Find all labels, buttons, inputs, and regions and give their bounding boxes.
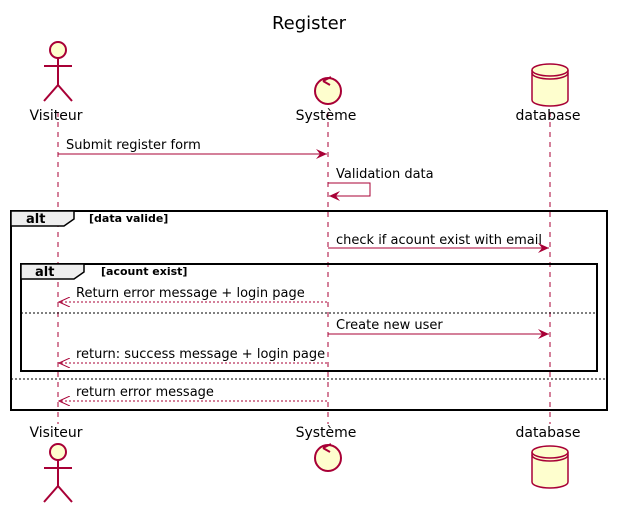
- message-label: Return error message + login page: [76, 286, 305, 301]
- participant-label-database: database: [516, 108, 581, 124]
- actor-visiteur-bottom: Visiteur: [29, 425, 83, 503]
- actor-icon: [43, 443, 73, 503]
- fragment-alt-acount-exist: alt [acount exist]: [20, 263, 598, 372]
- participant-label-systeme: Système: [296, 108, 357, 124]
- fragment-guard: [acount exist]: [101, 265, 187, 278]
- message-label: check if acount exist with email: [336, 233, 542, 248]
- message-create-user: Create new user: [328, 318, 549, 339]
- message-submit-register: Submit register form: [58, 138, 327, 159]
- message-return-error: return error message: [59, 385, 327, 401]
- actor-visiteur-top: Visiteur: [29, 41, 83, 124]
- participant-label-database: database: [516, 425, 581, 441]
- message-label: Submit register form: [66, 138, 201, 153]
- control-systeme-bottom: Système: [296, 425, 357, 472]
- database-bottom: database: [516, 425, 581, 489]
- fragment-guard: [data valide]: [89, 212, 168, 225]
- control-systeme-top: Système: [296, 76, 357, 124]
- fragment-keyword: alt: [35, 265, 54, 280]
- control-icon: [314, 443, 342, 472]
- message-label: return: success message + login page: [76, 347, 325, 362]
- diagram-title: Register: [272, 13, 347, 34]
- actor-icon: [43, 41, 73, 102]
- database-top: database: [516, 63, 581, 124]
- message-validation-data: Validation data: [328, 167, 434, 201]
- message-return-success: return: success message + login page: [59, 347, 327, 363]
- database-icon: [531, 445, 569, 489]
- control-icon: [314, 76, 342, 105]
- message-label: Create new user: [336, 318, 443, 333]
- database-icon: [531, 63, 569, 107]
- message-label: return error message: [76, 385, 214, 400]
- fragment-alt-data-valide: alt [data valide]: [10, 210, 608, 411]
- participant-label-visiteur: Visiteur: [29, 108, 82, 124]
- fragment-keyword: alt: [26, 212, 45, 227]
- participant-label-visiteur: Visiteur: [29, 425, 82, 441]
- message-label: Validation data: [336, 167, 434, 182]
- message-return-error-login: Return error message + login page: [59, 286, 327, 302]
- message-check-account: check if acount exist with email: [328, 233, 549, 253]
- participant-label-systeme: Système: [296, 425, 357, 441]
